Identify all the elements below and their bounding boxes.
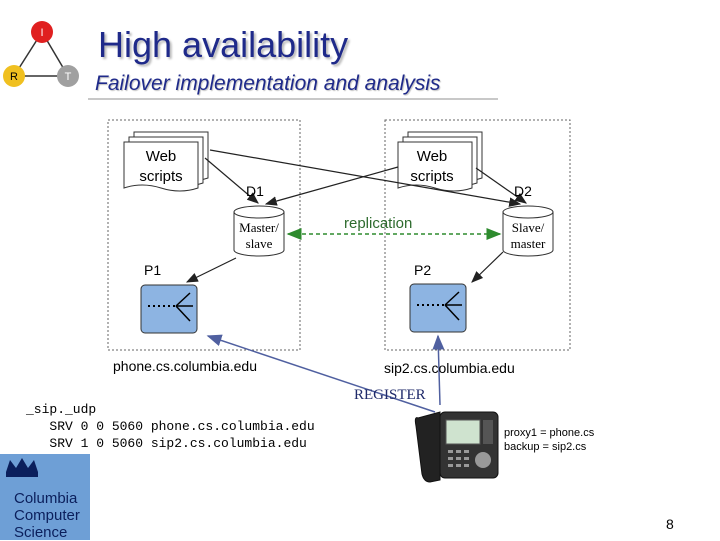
phone-config: proxy1 = phone.cs backup = sip2.cs — [504, 426, 594, 454]
irt-logo-icon: I R T — [3, 21, 79, 87]
replication-label: replication — [344, 215, 413, 232]
columbia-crown-icon — [6, 458, 38, 477]
dns-srv-records: _sip._udp SRV 0 0 5060 phone.cs.columbia… — [26, 402, 315, 451]
page-number: 8 — [666, 516, 674, 532]
left-server-group — [107, 119, 301, 351]
web-scripts-left-icon — [123, 131, 209, 192]
web-scripts-left-label: Web scripts — [139, 148, 183, 185]
columbia-logo-text: Columbia Computer Science — [14, 490, 80, 541]
title-divider — [88, 98, 498, 100]
domain-d2-label: D2 — [514, 183, 532, 199]
slide-title: High availability — [98, 24, 349, 65]
database-left-icon — [233, 205, 285, 257]
database-left-label: Master/ slave — [239, 220, 279, 251]
ip-phone-icon — [414, 411, 499, 483]
irt-logo-node-t: T — [65, 71, 72, 83]
database-right-icon — [502, 205, 554, 257]
register-arrow-p2 — [432, 334, 445, 406]
phone-config-proxy1: proxy1 = phone.cs — [504, 427, 595, 439]
host-p2-label: sip2.cs.columbia.edu — [384, 360, 515, 376]
web-scripts-right-label: Web scripts — [410, 148, 454, 185]
database-right-label: Slave/ master — [510, 220, 546, 251]
irt-logo-node-r: R — [10, 71, 18, 83]
proxy-p1-icon — [140, 284, 198, 334]
register-label: REGISTER — [354, 387, 426, 403]
right-server-group — [384, 119, 571, 351]
irt-logo-node-i: I — [40, 27, 43, 39]
phone-config-backup: backup = sip2.cs — [504, 441, 587, 453]
proxy-p1-label: P1 — [144, 262, 162, 278]
host-p1-label: phone.cs.columbia.edu — [113, 358, 257, 374]
slide-subtitle: Failover implementation and analysis — [95, 72, 441, 95]
web-scripts-right-icon — [397, 131, 483, 192]
proxy-p2-icon — [409, 283, 467, 333]
proxy-p2-label: P2 — [414, 262, 432, 278]
domain-d1-label: D1 — [246, 183, 264, 199]
register-arrow-p1 — [206, 334, 436, 413]
